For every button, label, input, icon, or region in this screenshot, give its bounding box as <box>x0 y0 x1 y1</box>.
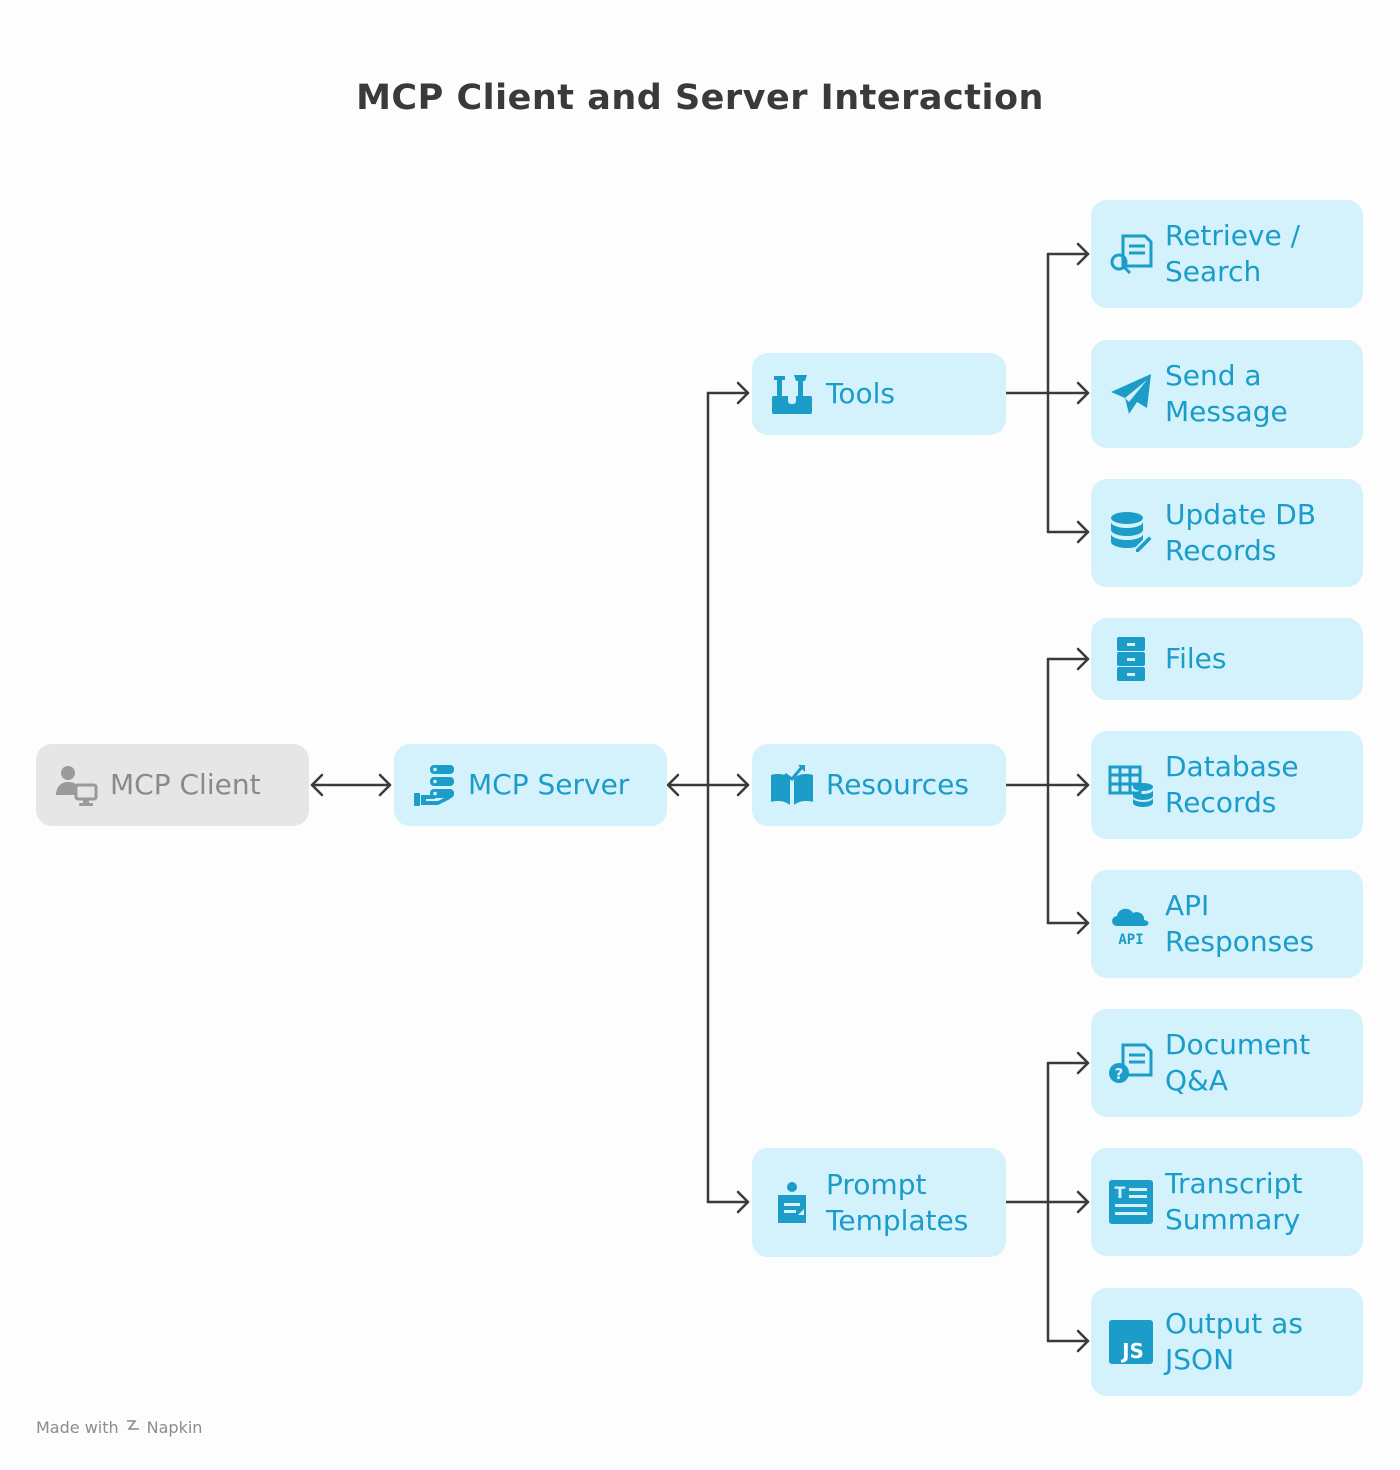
text-document-icon: T <box>1107 1178 1155 1226</box>
toolbox-icon <box>768 370 816 418</box>
node-label: MCP Server <box>468 768 630 801</box>
arrowhead-resources <box>736 773 750 797</box>
arrowhead-server-in <box>378 773 392 797</box>
arrowhead-tools <box>736 381 750 405</box>
arrowhead-server-out <box>666 773 680 797</box>
database-edit-icon <box>1107 509 1155 557</box>
node-files: Files <box>1091 618 1363 700</box>
diagram-title: MCP Client and Server Interaction <box>356 78 1044 118</box>
node-label: Resources <box>826 768 969 801</box>
napkin-logo-icon <box>125 1417 141 1437</box>
node-label: Send a Message <box>1165 359 1288 428</box>
node-api-responses: API API Responses <box>1091 870 1363 978</box>
svg-text:?: ? <box>1115 1065 1124 1083</box>
node-label: Document Q&A <box>1165 1028 1311 1097</box>
arrowhead-transcript <box>1076 1190 1090 1214</box>
napkin-brand-text: Napkin <box>146 1417 203 1437</box>
node-transcript-summary: T Transcript Summary <box>1091 1148 1363 1256</box>
arrowhead-send <box>1076 381 1090 405</box>
node-send-message: Send a Message <box>1091 340 1363 448</box>
node-label: Transcript Summary <box>1165 1167 1303 1236</box>
js-icon: JS <box>1107 1318 1155 1366</box>
node-label: Database Records <box>1165 750 1299 819</box>
user-computer-icon <box>52 761 100 809</box>
clipboard-user-icon <box>768 1179 816 1227</box>
node-label: Update DB Records <box>1165 498 1317 567</box>
svg-text:API: API <box>1118 932 1143 948</box>
node-tools: Tools <box>752 353 1006 435</box>
node-resources: Resources <box>752 744 1006 826</box>
node-label: Retrieve / Search <box>1165 219 1301 288</box>
document-question-icon: ? <box>1107 1039 1155 1087</box>
paper-plane-icon <box>1107 370 1155 418</box>
node-update-db: Update DB Records <box>1091 479 1363 587</box>
file-cabinet-icon <box>1107 635 1155 683</box>
document-search-icon <box>1107 230 1155 278</box>
footer: Made with Napkin <box>36 1417 202 1437</box>
arrowhead-json <box>1076 1329 1090 1353</box>
cloud-api-icon: API <box>1107 900 1155 948</box>
node-label: API Responses <box>1165 889 1315 958</box>
node-label: Files <box>1165 642 1227 675</box>
node-prompt-templates: Prompt Templates <box>752 1148 1006 1257</box>
svg-text:JS: JS <box>1120 1339 1144 1363</box>
node-label: Prompt Templates <box>826 1167 969 1237</box>
node-label: Output as JSON <box>1165 1307 1303 1376</box>
node-mcp-server: MCP Server <box>394 744 667 826</box>
arrowhead-client <box>310 773 324 797</box>
server-hand-icon <box>410 761 458 809</box>
svg-text:T: T <box>1115 1183 1126 1202</box>
node-label: Tools <box>826 377 895 410</box>
made-with-text: Made with <box>36 1417 119 1437</box>
arrowhead-update <box>1076 520 1090 544</box>
node-document-qa: ? Document Q&A <box>1091 1009 1363 1117</box>
arrowhead-prompts <box>736 1190 750 1214</box>
node-retrieve-search: Retrieve / Search <box>1091 200 1363 308</box>
open-book-chart-icon <box>768 761 816 809</box>
node-mcp-client: MCP Client <box>36 744 309 826</box>
arrowhead-dbrecords <box>1076 773 1090 797</box>
arrowhead-retrieve <box>1076 242 1090 266</box>
node-database-records: Database Records <box>1091 731 1363 839</box>
arrowhead-api <box>1076 911 1090 935</box>
arrowhead-files <box>1076 647 1090 671</box>
table-database-icon <box>1107 761 1155 809</box>
node-label: MCP Client <box>110 768 261 801</box>
arrowhead-docqa <box>1076 1051 1090 1075</box>
node-output-json: JS Output as JSON <box>1091 1288 1363 1396</box>
